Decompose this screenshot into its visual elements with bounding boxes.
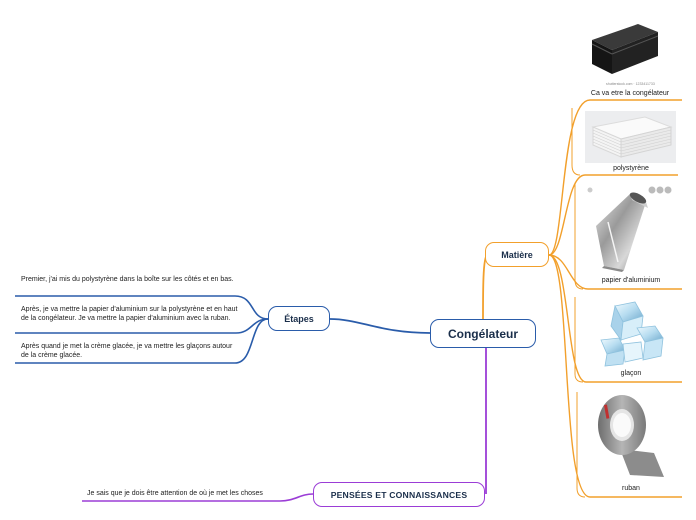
watermark-text: shutterstock.com · 1233411733 — [606, 82, 655, 86]
matiere-leaf-connectors — [548, 99, 682, 498]
pensee-1-text[interactable]: Je sais que je dois être attention de où… — [87, 490, 263, 497]
topic-matiere[interactable]: Matière — [485, 242, 549, 267]
polystyrene-sheets-image — [585, 111, 676, 163]
central-topic[interactable]: Congélateur — [430, 319, 536, 348]
caption-glacon[interactable]: glaçon — [620, 370, 642, 377]
aluminium-foil-roll-image — [586, 186, 676, 274]
caption-ruban[interactable]: ruban — [622, 485, 640, 492]
topic-etapes[interactable]: Étapes — [268, 306, 330, 331]
caption-congelateur[interactable]: Ca va etre la congélateur — [590, 90, 670, 97]
etape-1-text[interactable]: Premier, j'ai mis du polystyrène dans la… — [21, 276, 234, 283]
connector-central-etapes — [329, 318, 431, 334]
connector-central-matiere — [482, 254, 488, 320]
etape-2-text[interactable]: Après, je va mettre la papier d'aluminiu… — [21, 306, 238, 322]
duct-tape-roll-image — [594, 393, 670, 481]
black-box-image: shutterstock.com · 1233411733 — [586, 18, 662, 86]
ice-cubes-image — [597, 300, 669, 368]
caption-polystyrene[interactable]: polystyrène — [613, 165, 649, 172]
etapes-leaf-connectors — [15, 295, 269, 364]
topic-pensees[interactable]: PENSÉES ET CONNAISSANCES — [313, 482, 485, 507]
etape-3-text[interactable]: Après quand je met la crème glacée, je v… — [21, 343, 233, 359]
caption-papier-aluminium[interactable]: papier d'aluminium — [601, 277, 661, 284]
pensees-leaf-connector — [82, 493, 314, 502]
